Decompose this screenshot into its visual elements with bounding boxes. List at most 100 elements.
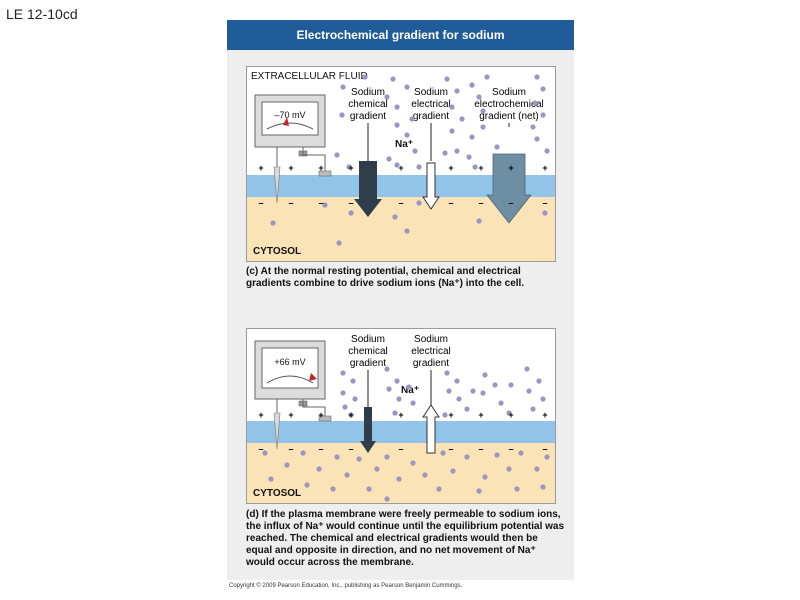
ion-dot-icon xyxy=(472,164,477,169)
ion-dot-icon xyxy=(518,450,523,455)
ion-dot-icon xyxy=(524,366,529,371)
ion-dot-icon xyxy=(392,410,397,415)
svg-text:Sodium: Sodium xyxy=(492,87,526,98)
ion-dot-icon xyxy=(374,466,379,471)
svg-text:electrical: electrical xyxy=(411,99,450,110)
ion-dot-icon xyxy=(366,486,371,491)
ion-dot-icon xyxy=(480,124,485,129)
extracellular-label: EXTRACELLULAR FLUID xyxy=(251,71,368,82)
positive-charge: + xyxy=(288,410,293,420)
ion-dot-icon xyxy=(444,76,449,81)
ion-dot-icon xyxy=(344,472,349,477)
negative-charge: – xyxy=(318,444,323,454)
ion-dot-icon xyxy=(544,148,549,153)
ion-dot-icon xyxy=(284,462,289,467)
ion-dot-icon xyxy=(514,486,519,491)
ion-dot-icon xyxy=(340,390,345,395)
ion-dot-icon xyxy=(410,460,415,465)
ion-dot-icon xyxy=(410,400,415,405)
negative-charge: – xyxy=(448,198,453,208)
ion-dot-icon xyxy=(336,240,341,245)
ion-dot-icon xyxy=(304,482,309,487)
positive-charge: + xyxy=(398,163,403,173)
copyright-notice: Copyright © 2009 Pearson Education, Inc.… xyxy=(229,583,462,589)
ion-dot-icon xyxy=(422,472,427,477)
ion-dot-icon xyxy=(530,406,535,411)
ion-dot-icon xyxy=(540,86,545,91)
ion-dot-icon xyxy=(480,390,485,395)
negative-charge: – xyxy=(542,198,547,208)
ion-dot-icon xyxy=(384,366,389,371)
svg-text:gradient: gradient xyxy=(350,358,386,369)
ion-dot-icon xyxy=(392,214,397,219)
ion-dot-icon xyxy=(412,148,417,153)
ion-dot-icon xyxy=(416,164,421,169)
slide-label: LE 12-10cd xyxy=(6,6,78,22)
negative-charge: – xyxy=(398,198,403,208)
ion-dot-icon xyxy=(396,396,401,401)
ion-dot-icon xyxy=(494,452,499,457)
ion-dot-icon xyxy=(356,456,361,461)
ion-dot-icon xyxy=(464,406,469,411)
negative-charge: – xyxy=(508,198,513,208)
ion-dot-icon xyxy=(484,74,489,79)
caption-c: (c) At the normal resting potential, che… xyxy=(246,266,566,290)
ion-dot-icon xyxy=(404,228,409,233)
ion-dot-icon xyxy=(394,104,399,109)
ion-dot-icon xyxy=(449,104,454,109)
ion-dot-icon xyxy=(384,94,389,99)
positive-charge: + xyxy=(542,163,547,173)
ion-dot-icon xyxy=(476,488,481,493)
negative-charge: – xyxy=(288,198,293,208)
negative-charge: – xyxy=(478,198,483,208)
svg-text:gradient (net): gradient (net) xyxy=(479,111,538,122)
negative-charge: – xyxy=(318,198,323,208)
negative-charge: – xyxy=(478,444,483,454)
ion-dot-icon xyxy=(404,84,409,89)
ion-dot-icon xyxy=(334,454,339,459)
ion-dot-icon xyxy=(406,384,411,389)
ion-dot-icon xyxy=(446,388,451,393)
electrical-gradient-label: Sodium electrical gradient xyxy=(411,334,450,369)
ion-dot-icon xyxy=(384,454,389,459)
negative-charge: – xyxy=(508,444,513,454)
positive-charge: + xyxy=(318,410,323,420)
ion-dot-icon xyxy=(480,108,485,113)
ion-dot-icon xyxy=(544,454,549,459)
positive-charge: + xyxy=(348,163,353,173)
cytosol-label: CYTOSOL xyxy=(253,488,301,499)
ion-dot-icon xyxy=(476,218,481,223)
svg-text:Sodium: Sodium xyxy=(351,87,385,98)
svg-text:gradient: gradient xyxy=(350,111,386,122)
chemical-gradient-label: Sodium chemical gradient xyxy=(348,334,387,369)
ion-dot-icon xyxy=(464,454,469,459)
positive-charge: + xyxy=(508,410,513,420)
negative-charge: – xyxy=(348,198,353,208)
negative-charge: – xyxy=(448,444,453,454)
plasma-membrane xyxy=(247,421,556,443)
ion-dot-icon xyxy=(300,450,305,455)
ion-dot-icon xyxy=(394,378,399,383)
ion-dot-icon xyxy=(476,94,481,99)
ion-dot-icon xyxy=(456,396,461,401)
ion-dot-icon xyxy=(540,484,545,489)
ion-dot-icon xyxy=(339,112,344,117)
positive-charge: + xyxy=(348,410,353,420)
ion-dot-icon xyxy=(340,370,345,375)
ion-dot-icon xyxy=(384,496,389,501)
voltage-reading: –70 mV xyxy=(274,110,305,120)
negative-charge: – xyxy=(258,198,263,208)
ion-dot-icon xyxy=(442,150,447,155)
ion-dot-icon xyxy=(386,386,391,391)
ion-dot-icon xyxy=(534,136,539,141)
chemical-gradient-label: Sodium chemical gradient xyxy=(348,87,387,122)
ion-dot-icon xyxy=(416,200,421,205)
ion-dot-icon xyxy=(498,400,503,405)
ion-dot-icon xyxy=(270,220,275,225)
ion-dot-icon xyxy=(466,154,471,159)
ion-dot-icon xyxy=(444,370,449,375)
ion-dot-icon xyxy=(534,74,539,79)
ion-dot-icon xyxy=(348,210,353,215)
ion-dot-icon xyxy=(340,84,345,89)
ion-dot-icon xyxy=(362,74,367,79)
